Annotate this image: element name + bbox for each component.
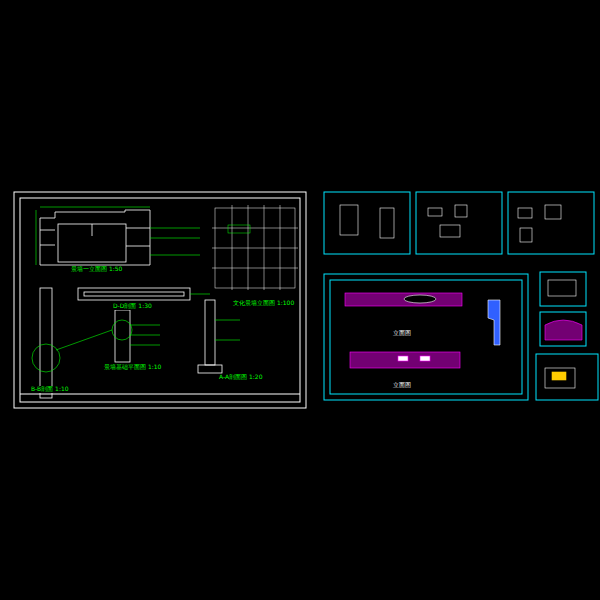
view-title: B-B剖面 1:10 [30,386,70,393]
view-title: 立面图 [392,330,412,337]
view-title: D-D剖面 1:30 [112,303,153,310]
view-title: A-A剖面图 1:20 [218,374,264,381]
view-title: 立面图 [392,382,412,389]
view-title: 景墙一立面图 1:50 [70,266,123,273]
view-title: 文化景墙立面图 1:100 [232,300,295,307]
view-title: 景墙基础平面图 1:10 [103,364,162,371]
